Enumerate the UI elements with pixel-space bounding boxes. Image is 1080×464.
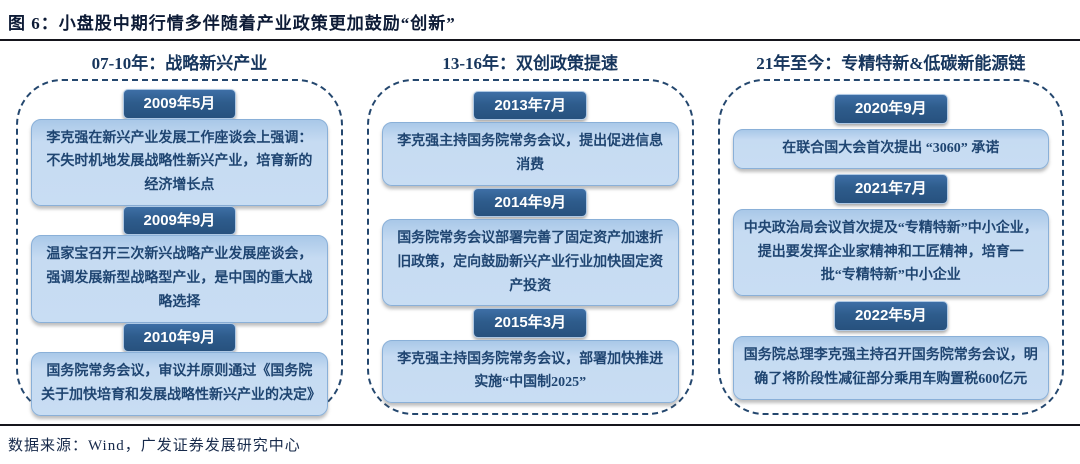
- event-box: 李克强主持国务院常务会议，提出促进信息消费: [381, 122, 679, 186]
- column-body: 2009年5月 李克强在新兴产业发展工作座谈会上强调：不失时机地发展战略性新兴产…: [16, 79, 343, 416]
- event-box: 温家宝召开三次新兴战略产业发展座谈会，强调发展新型战略型产业，是中国的重大战略选…: [31, 235, 328, 323]
- timeline-column-2021-now: 21年至今：专精特新&低碳新能源链 2020年9月 在联合国大会首次提出 “30…: [717, 49, 1064, 415]
- data-source: 数据来源：Wind，广发证券发展研究中心: [8, 438, 301, 454]
- date-badge: 2020年9月: [833, 94, 948, 124]
- timeline-column-2013-2016: 13-16年：双创政策提速 2013年7月 李克强主持国务院常务会议，提出促进信…: [366, 49, 694, 415]
- title-divider: [0, 39, 1080, 41]
- date-badge: 2014年9月: [473, 187, 588, 218]
- date-badge: 2022年5月: [833, 301, 948, 331]
- event-box: 中央政治局会议首次提及“专精特新”中小企业，提出要发挥企业家精神和工匠精神，培育…: [732, 208, 1049, 297]
- column-body: 2013年7月 李克强主持国务院常务会议，提出促进信息消费 2014年9月 国务…: [366, 79, 694, 415]
- event-box: 李克强主持国务院常务会议，部署加快推进实施“中国制2025”: [381, 339, 679, 404]
- date-badge: 2013年7月: [473, 90, 588, 121]
- date-badge: 2021年7月: [833, 174, 948, 204]
- date-badge: 2009年9月: [122, 205, 237, 236]
- figure-title: 图 6：小盘股中期行情多伴随着产业政策更加鼓励“创新”: [8, 14, 456, 33]
- date-badge: 2009年5月: [122, 89, 237, 119]
- date-badge: 2010年9月: [122, 322, 237, 353]
- event-box: 李克强在新兴产业发展工作座谈会上强调：不失时机地发展战略性新兴产业，培育新的经济…: [31, 118, 328, 206]
- event-box: 在联合国大会首次提出 “3060” 承诺: [732, 128, 1049, 169]
- footer-divider: [0, 424, 1080, 426]
- event-box: 国务院常务会议部署完善了固定资产加速折旧政策，定向鼓励新兴产业行业加快固定资产投…: [381, 218, 679, 307]
- column-header: 21年至今：专精特新&低碳新能源链: [756, 54, 1026, 73]
- event-box: 国务院常务会议，审议并原则通过《国务院关于加快培育和发展战略性新兴产业的决定》: [31, 352, 328, 416]
- column-header: 13-16年：双创政策提速: [442, 54, 619, 73]
- date-badge: 2015年3月: [473, 308, 588, 338]
- column-body: 2020年9月 在联合国大会首次提出 “3060” 承诺 2021年7月 中央政…: [717, 79, 1064, 415]
- timeline-columns: 07-10年：战略新兴产业 2009年5月 李克强在新兴产业发展工作座谈会上强调…: [0, 41, 1080, 416]
- column-header: 07-10年：战略新兴产业: [91, 54, 268, 73]
- timeline-column-2007-2010: 07-10年：战略新兴产业 2009年5月 李克强在新兴产业发展工作座谈会上强调…: [16, 49, 343, 416]
- event-box: 国务院总理李克强主持召开国务院常务会议，明确了将阶段性减征部分乘用车购置税600…: [732, 336, 1049, 400]
